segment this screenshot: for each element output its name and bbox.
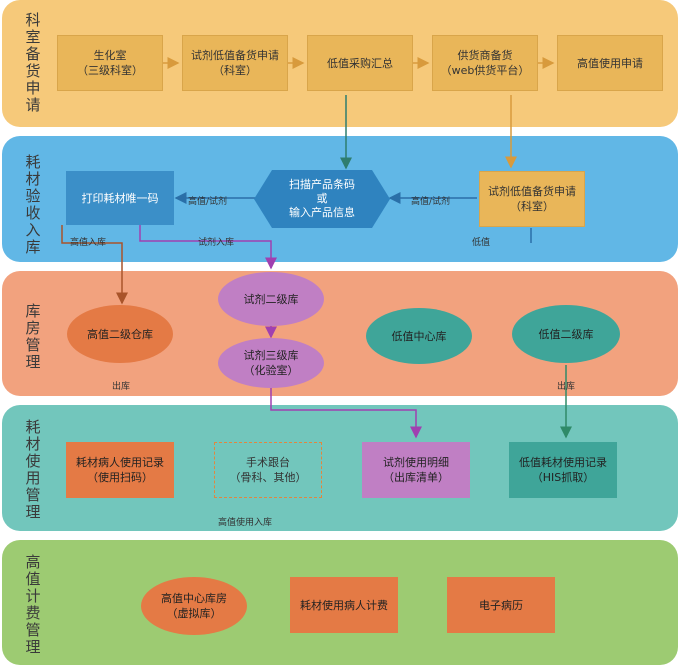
- node-high-value-request[interactable]: 高值使用申请: [557, 35, 663, 91]
- node-label: 供货商备货 （web供货平台）: [440, 49, 530, 77]
- node-low-value-record[interactable]: 低值耗材使用记录 （HIS抓取）: [509, 442, 617, 498]
- node-reagent-l3[interactable]: 试剂三级库 （化验室）: [218, 338, 324, 388]
- arrow: [270, 387, 422, 439]
- node-high-value-virtual[interactable]: 高值中心库房 （虚拟库）: [141, 577, 247, 635]
- node-surgery[interactable]: 手术跟台 （骨科、其他）: [214, 442, 322, 498]
- node-label: 试剂三级库 （化验室）: [243, 349, 299, 377]
- node-patient-billing[interactable]: 耗材使用病人计费: [290, 577, 398, 633]
- node-label: 试剂低值备货申请 （科室）: [488, 185, 576, 213]
- node-biochem-room[interactable]: 生化室 （三级科室）: [57, 35, 163, 91]
- lane-title: 耗材验收入库: [25, 153, 41, 256]
- node-label: 试剂低值备货申请 （科室）: [191, 49, 279, 77]
- node-label: 高值中心库房 （虚拟库）: [161, 592, 227, 620]
- node-scan-barcode[interactable]: 扫描产品条码 或 输入产品信息: [264, 170, 380, 228]
- node-label: 低值二级库: [538, 327, 594, 341]
- node-reagent-request-dept2[interactable]: 试剂低值备货申请 （科室）: [479, 171, 585, 227]
- node-label: 电子病历: [479, 598, 523, 612]
- node-patient-record[interactable]: 耗材病人使用记录 （使用扫码）: [66, 442, 174, 498]
- lane-title: 库房管理: [25, 302, 41, 371]
- node-label: 耗材使用病人计费: [300, 598, 388, 612]
- node-low-value-l2[interactable]: 低值二级库: [512, 305, 620, 363]
- node-label: 低值中心库: [391, 329, 447, 343]
- edge-label: 高值/试剂: [411, 197, 451, 207]
- edge-label: 低值: [472, 238, 491, 248]
- node-reagent-l2[interactable]: 试剂二级库: [218, 272, 324, 326]
- node-high-value-l2[interactable]: 高值二级仓库: [67, 305, 173, 363]
- edge-label: 高值使用入库: [218, 518, 273, 528]
- node-low-value-purchase[interactable]: 低值采购汇总: [307, 35, 413, 91]
- edge-label: 出库: [557, 382, 576, 392]
- node-label: 低值采购汇总: [327, 56, 393, 70]
- node-label: 打印耗材唯一码: [81, 191, 159, 205]
- node-label: 扫描产品条码 或 输入产品信息: [289, 178, 355, 219]
- arrow: [139, 225, 277, 270]
- edge-label: 高值入库: [70, 238, 107, 248]
- node-reagent-detail[interactable]: 试剂使用明细 （出库清单）: [362, 442, 470, 498]
- edge-label: 试剂入库: [198, 238, 235, 248]
- node-label: 试剂使用明细 （出库清单）: [383, 456, 449, 484]
- node-label: 高值使用申请: [577, 56, 643, 70]
- node-print-code[interactable]: 打印耗材唯一码: [66, 171, 174, 225]
- lane-title: 耗材使用管理: [25, 418, 41, 521]
- node-label: 耗材病人使用记录 （使用扫码）: [76, 456, 164, 484]
- edge-label: 出库: [112, 382, 131, 392]
- node-emr[interactable]: 电子病历: [447, 577, 555, 633]
- lane-title: 科室备货申请: [25, 11, 41, 114]
- node-label: 低值耗材使用记录 （HIS抓取）: [519, 456, 607, 484]
- edge-label: 高值/试剂: [188, 197, 228, 207]
- node-label: 试剂二级库: [243, 292, 299, 306]
- node-scan-barcode-shape[interactable]: [254, 170, 390, 228]
- node-label: 高值二级仓库: [87, 327, 153, 341]
- lane-title: 高值计费管理: [25, 553, 41, 656]
- node-supplier-stock[interactable]: 供货商备货 （web供货平台）: [432, 35, 538, 91]
- node-label: 手术跟台 （骨科、其他）: [229, 456, 307, 484]
- node-label: 生化室 （三级科室）: [77, 49, 143, 77]
- arrow: [61, 225, 128, 305]
- node-low-value-center[interactable]: 低值中心库: [366, 308, 472, 364]
- node-reagent-request-dept[interactable]: 试剂低值备货申请 （科室）: [182, 35, 288, 91]
